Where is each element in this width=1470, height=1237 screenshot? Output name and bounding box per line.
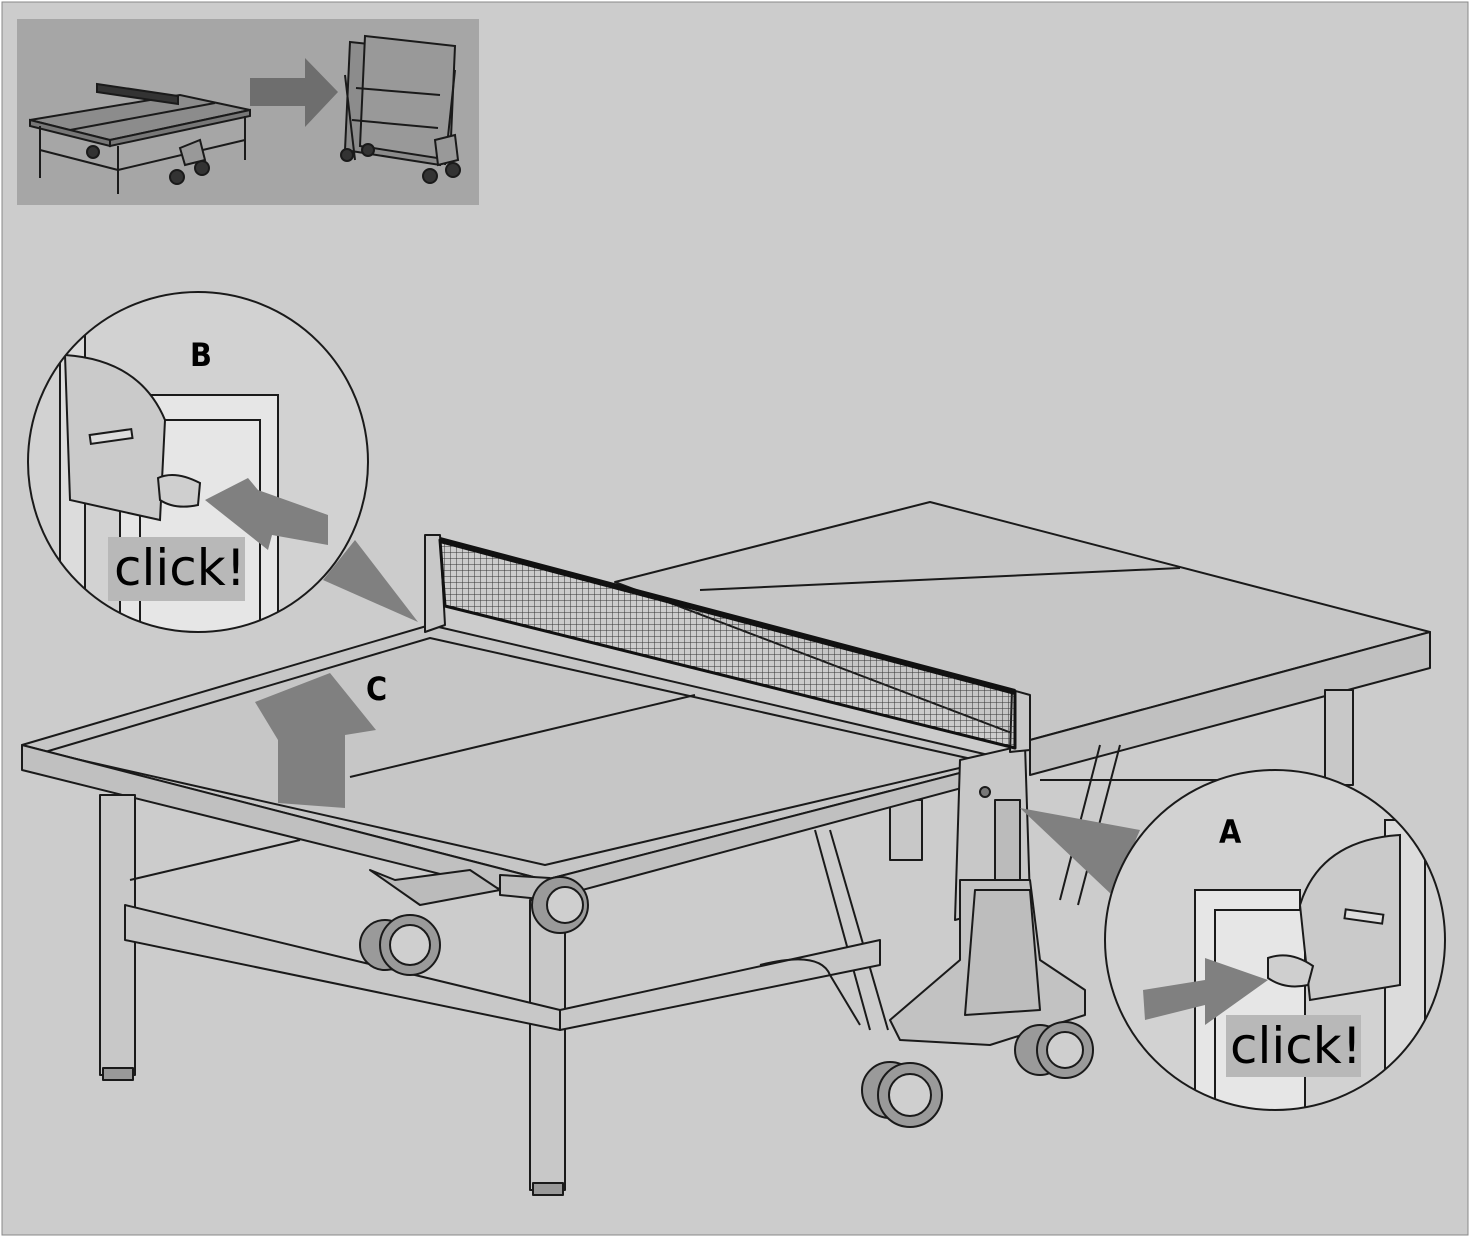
wheel-group	[359, 876, 1094, 1128]
ping-pong-table	[21, 501, 1431, 1196]
folded-table-thumbnail	[340, 34, 461, 184]
click-text-a: click!	[1230, 1017, 1362, 1075]
label-b: B	[190, 336, 212, 374]
lift-arrow-c	[255, 673, 376, 808]
open-table-thumbnail	[29, 82, 251, 194]
label-c: C	[366, 670, 387, 708]
label-a: A	[1219, 813, 1242, 851]
callout-pointer-b	[323, 540, 418, 622]
latch-knob-a	[1267, 954, 1315, 988]
callout-pointer-a	[1020, 808, 1140, 895]
click-tag-b	[108, 537, 245, 601]
push-arrow-a	[1143, 958, 1268, 1025]
fold-arrow-icon	[250, 58, 338, 127]
click-text-b: click!	[114, 539, 246, 597]
fold-sequence-inset	[17, 19, 479, 205]
push-arrow-b	[205, 478, 328, 550]
click-tag-a	[1226, 1015, 1361, 1077]
latch-knob-b	[156, 473, 202, 508]
callout-b: click! B	[27, 291, 369, 633]
